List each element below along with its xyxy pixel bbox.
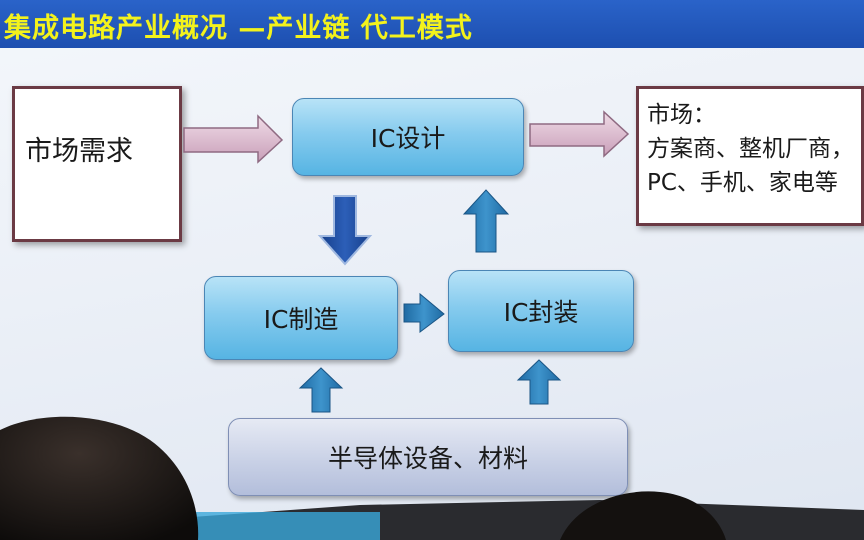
market-demand-label: 市场需求	[25, 136, 133, 167]
arrow-equip-to-pkg	[516, 359, 562, 405]
ic-design-box: IC设计	[292, 98, 524, 176]
market-demand-panel: 市场需求	[12, 86, 182, 242]
market-line-3: PC、手机、家电等	[647, 170, 838, 196]
arrow-equip-to-mfg	[298, 367, 344, 413]
arrow-mfg-to-pkg	[403, 292, 445, 333]
market-line-2: 方案商、整机厂商，	[647, 136, 854, 162]
slide-title: 集成电路产业概况 —产业链 代工模式	[4, 13, 473, 44]
market-panel: 市场： 方案商、整机厂商， PC、手机、家电等	[636, 86, 864, 226]
title-bar: 集成电路产业概况 —产业链 代工模式	[0, 0, 864, 48]
arrow-design-to-market	[529, 110, 630, 158]
arrow-design-to-mfg	[317, 195, 373, 266]
market-line-1: 市场：	[647, 102, 716, 128]
ic-manufacturing-box: IC制造	[204, 276, 398, 360]
ic-packaging-box: IC封装	[448, 270, 634, 352]
arrow-pkg-to-design	[462, 189, 510, 253]
equipment-materials-box: 半导体设备、材料	[228, 418, 628, 496]
arrow-demand-to-design	[183, 114, 284, 164]
